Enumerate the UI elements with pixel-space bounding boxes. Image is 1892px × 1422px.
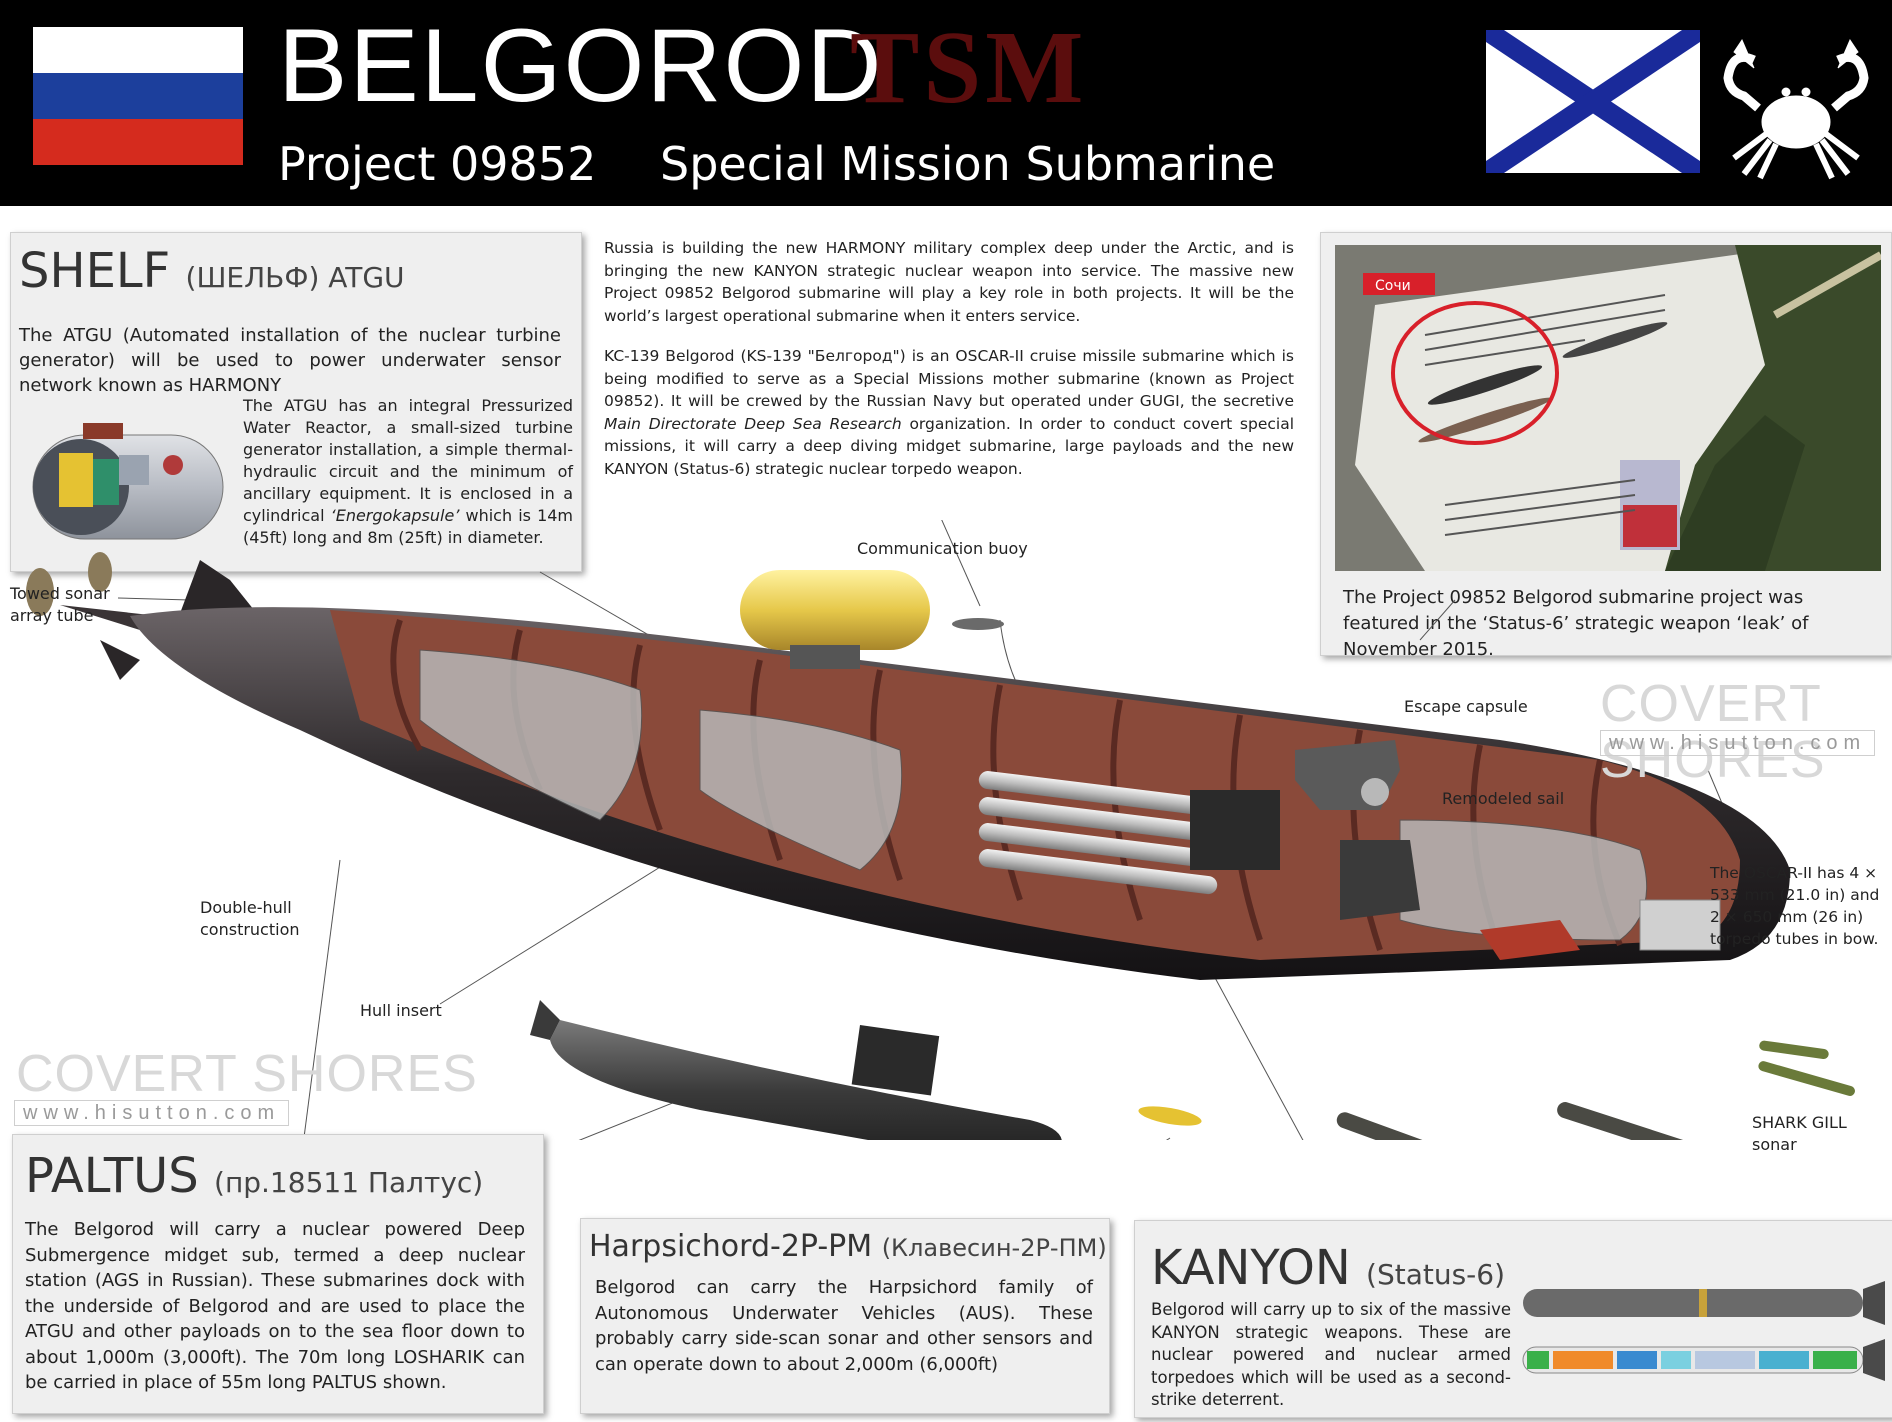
- harpsichord-leader: [1166, 1137, 1171, 1140]
- remodeled-sail-label: Remodeled sail: [1442, 789, 1565, 808]
- intro-paragraph-2: KC-139 Belgorod (KS-139 "Белгород") is a…: [604, 345, 1294, 480]
- atgu-capsule-illustration: [32, 423, 224, 540]
- kanyon-leader: [1199, 949, 1304, 1140]
- shelf-detail-b: which is 14m (45ft) long and 8m (25ft) i…: [243, 506, 574, 547]
- shelf-detail-em: ‘Energokapsule’: [330, 506, 460, 525]
- kanyon-torpedoes: [1336, 1040, 1855, 1140]
- status6-leak-photo: Сочи: [1335, 245, 1881, 571]
- shelf-intro-text: The ATGU (Automated installation of the …: [19, 325, 561, 396]
- watermark-url: www.hisutton.com: [1600, 730, 1876, 756]
- shark-gill-sonar-array: [1639, 899, 1721, 951]
- torpedo-tubes-label: The OSCAR-II has 4 × 533 mm (21.0 in) an…: [1710, 864, 1880, 948]
- intro-text-block: Russia is building the new HARMONY milit…: [604, 237, 1294, 480]
- tv-channel-tag: Сочи: [1375, 278, 1411, 294]
- harpsichord-panel: Harpsichord-2P-PM (Клавесин-2Р-ПМ) Belgo…: [580, 1218, 1110, 1414]
- paltus-title: PALTUS: [25, 1148, 199, 1204]
- paltus-body-text: The Belgorod will carry a nuclear powere…: [25, 1219, 525, 1393]
- escape-capsule-label: Escape capsule: [1404, 697, 1528, 716]
- communication-buoy-label: Communication buoy: [857, 539, 1028, 558]
- navy-ensign-icon: [1486, 30, 1700, 173]
- paltus-title-ru: (пр.18511 Палтус): [214, 1166, 484, 1199]
- double-hull-leader: [303, 859, 341, 1140]
- harpsichord-title-ru: (Клавесин-2Р-ПМ): [881, 1234, 1107, 1262]
- propellers: [26, 552, 112, 616]
- submarine-cutaway-diagram: [26, 520, 1855, 1140]
- shelf-detail-a: The ATGU has an integral Pressurized Wat…: [243, 396, 573, 525]
- harpsichord-title: Harpsichord-2P-PM: [589, 1229, 873, 1264]
- status6-photo-panel: Сочи The Project 09852 Belgorod submarin…: [1320, 232, 1892, 660]
- towed-sonar-text: Towed sonar array tube: [10, 584, 110, 625]
- remodeled-sail: [1190, 790, 1420, 920]
- shark-gill-label: SHARK GILL sonar: [1752, 1113, 1847, 1154]
- shelf-detail-text: The ATGU has an integral Pressurized Wat…: [243, 395, 573, 549]
- kanyon-title-small: (Status-6): [1366, 1258, 1506, 1291]
- stern-plane: [60, 605, 150, 630]
- page-title: BELGOROD: [278, 8, 884, 124]
- watermark-url-left: www.hisutton.com: [14, 1100, 290, 1126]
- paltus-heading: PALTUS (пр.18511 Палтус): [25, 1147, 483, 1212]
- missile-tubes: [978, 771, 1218, 895]
- harpsichord-body-text: Belgorod can carry the Harpsichord famil…: [595, 1277, 1093, 1375]
- hull-insert-label: Hull insert: [360, 1001, 442, 1020]
- escape-capsule-leader: [1419, 599, 1456, 641]
- harpsichord-heading: Harpsichord-2P-PM (Клавесин-2Р-ПМ): [589, 1227, 1107, 1268]
- escape-capsule: [1295, 740, 1400, 810]
- paltus-leader: [578, 1099, 681, 1140]
- watermark-brand-left: COVERT SHORES: [16, 1045, 478, 1103]
- crab-emblem-icon: [1723, 38, 1869, 180]
- towed-sonar-leader: [117, 597, 191, 601]
- intro-p2-a: KC-139 Belgorod (KS-139 "Белгород") is a…: [604, 347, 1294, 410]
- russian-flag-icon: [33, 27, 243, 165]
- lower-rudder: [100, 640, 140, 680]
- paltus-panel: PALTUS (пр.18511 Палтус) The Belgorod wi…: [12, 1134, 544, 1414]
- atgu-capsule-on-deck: [740, 570, 930, 669]
- shelf-heading: SHELF (ШЕЛЬФ) ATGU: [19, 243, 405, 306]
- kanyon-torpedo-illustration: [1522, 1281, 1885, 1381]
- photo-caption: The Project 09852 Belgorod submarine pro…: [1343, 587, 1809, 660]
- towed-sonar-label: Towed sonar array tube: [10, 583, 120, 627]
- shelf-panel: SHELF (ШЕЛЬФ) ATGU The ATGU (Automated i…: [10, 232, 582, 572]
- double-hull-label: Double-hull construction: [200, 898, 300, 939]
- bow-sonar-dome: [1480, 920, 1580, 960]
- shelf-title: SHELF: [19, 243, 171, 299]
- watermark-brand: COVERT SHORES: [1600, 675, 1826, 789]
- paltus-midget-sub: [530, 1000, 1062, 1140]
- intro-p2-em: Main Directorate Deep Sea Research: [604, 414, 902, 433]
- intro-p2-b: organization. In order to conduct covert…: [604, 414, 1295, 478]
- shelf-title-ru: (ШЕЛЬФ) ATGU: [185, 261, 405, 294]
- kanyon-title: KANYON: [1151, 1240, 1351, 1296]
- communication-buoy: [952, 618, 1004, 630]
- tsm-logo-text: TSM: [850, 10, 1088, 125]
- pressure-hull-sections: [419, 649, 1648, 941]
- buoy-leader: [941, 520, 981, 607]
- page-subtitle: Special Mission Submarine: [660, 137, 1276, 191]
- kanyon-body-text: Belgorod will carry up to six of the mas…: [1151, 1300, 1511, 1409]
- kanyon-heading: KANYON (Status-6): [1151, 1239, 1505, 1304]
- kanyon-panel: KANYON (Status-6) Belgorod will carry up…: [1134, 1220, 1892, 1418]
- project-number: Project 09852: [278, 137, 597, 191]
- harpsichord-auv: [1138, 1106, 1202, 1126]
- intro-paragraph-1: Russia is building the new HARMONY milit…: [604, 239, 1294, 325]
